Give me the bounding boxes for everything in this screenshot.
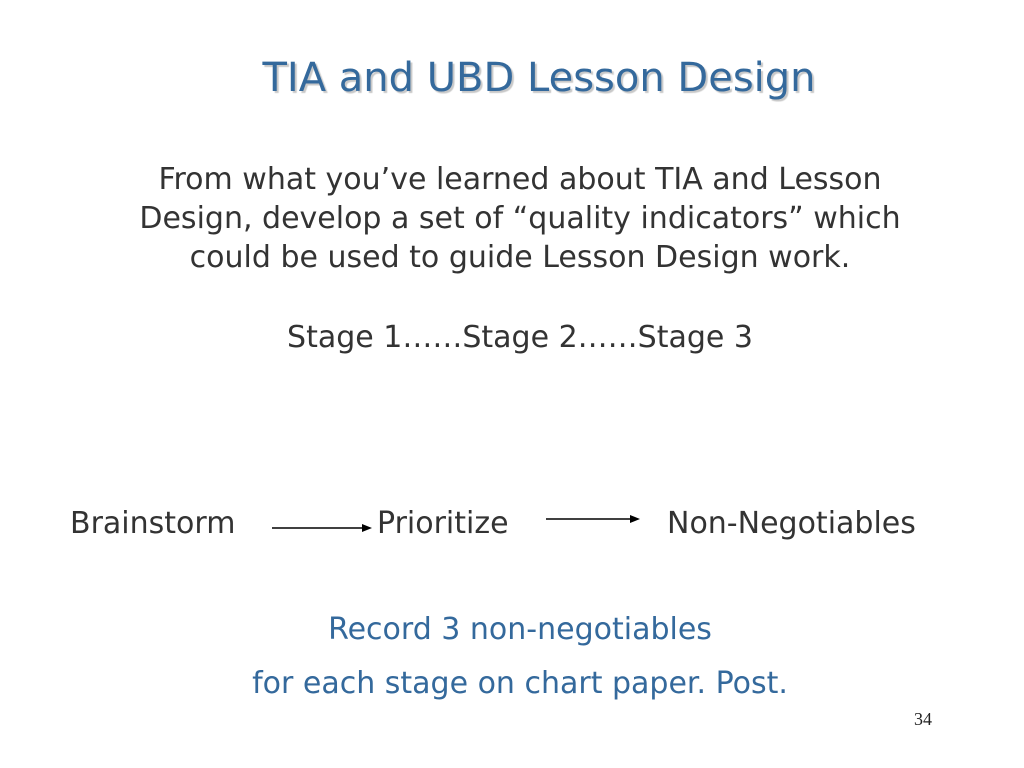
stages-line: Stage 1……Stage 2……Stage 3 [287, 320, 753, 355]
page-number: 34 [914, 709, 932, 729]
arrow-right-icon [272, 524, 372, 532]
instruction-line: could be used to guide Lesson Design wor… [189, 240, 851, 275]
flow-step-brainstorm: Brainstorm [70, 506, 236, 541]
instruction-line: Design, develop a set of “quality indica… [139, 201, 901, 236]
arrow-right-icon [546, 515, 640, 523]
instruction-text: From what you’ve learned about TIA and L… [40, 160, 1000, 277]
instruction-line: From what you’ve learned about TIA and L… [158, 162, 882, 197]
record-instruction-line: for each stage on chart paper. Post. [252, 666, 788, 701]
flow-step-prioritize: Prioritize [377, 506, 509, 541]
record-instruction-line: Record 3 non-negotiables [328, 612, 712, 647]
slide-title: TIA and UBD Lesson Design [262, 55, 816, 101]
flow-step-non-negotiables: Non-Negotiables [667, 506, 916, 541]
